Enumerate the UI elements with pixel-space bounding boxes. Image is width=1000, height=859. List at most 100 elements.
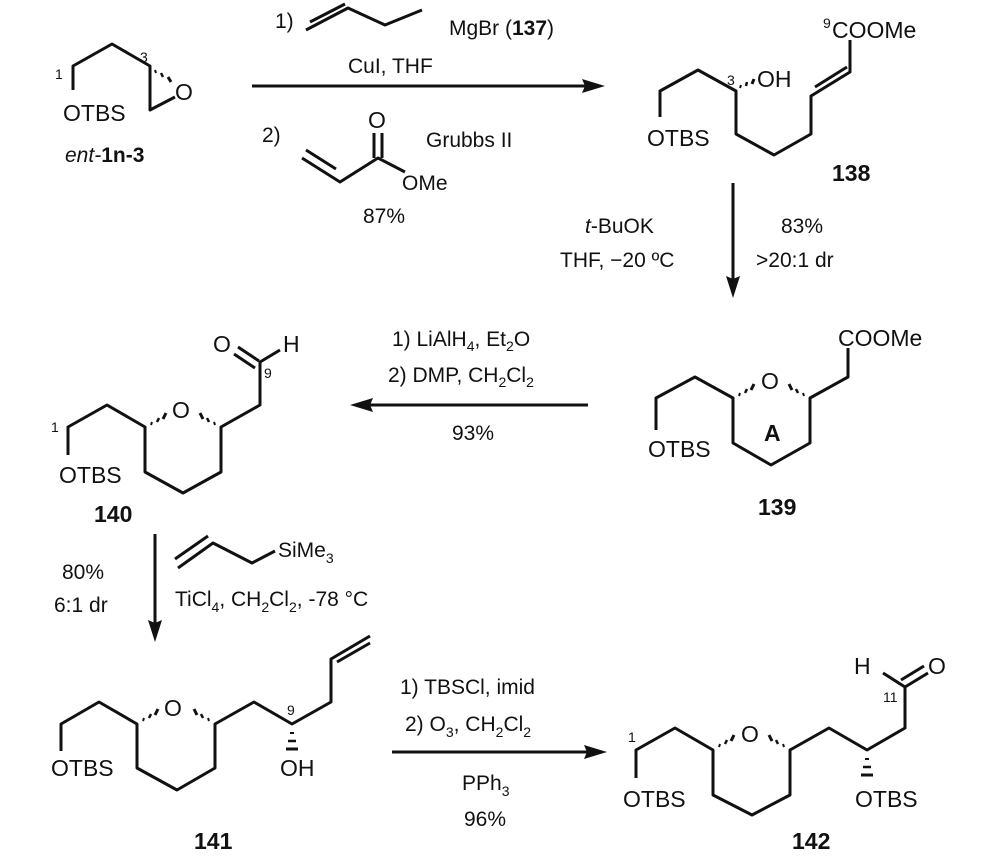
compound-label: 138 (832, 160, 871, 186)
hash-bond-left (150, 412, 168, 426)
atom-otbs-secondary: OTBS (855, 786, 918, 812)
locant-11: 11 (883, 689, 898, 705)
atom-otbs: OTBS (647, 125, 710, 151)
atom-o-ring: O (741, 721, 759, 747)
arrow-head (350, 398, 373, 412)
hash-bond (739, 78, 756, 89)
bond-skeleton (634, 671, 907, 817)
yield-step3: 93% (452, 422, 494, 445)
carbonyl-bond-a (904, 671, 929, 689)
hash-bond-right (787, 383, 805, 397)
acrylate-o: O (368, 107, 386, 133)
atom-otbs: OTBS (648, 436, 711, 462)
compound-ent-1n-3: O OTBS 1 3 ent-1n-3 (55, 42, 193, 167)
base-tbuok: t-BuOK (585, 215, 654, 238)
reagent-allyltms: SiMe3 (278, 539, 334, 566)
reagent-lialh4: 1) LiAlH4, Et2O (392, 328, 530, 354)
bond-skeleton (654, 348, 850, 467)
compound-label: ent-1n-3 (65, 144, 144, 167)
arrow-head (582, 79, 605, 93)
atom-h: H (854, 653, 871, 679)
hash-bond-right (767, 734, 785, 748)
compound-label: 139 (758, 494, 796, 520)
allylsilane-skeleton (177, 541, 276, 570)
locant-1: 1 (55, 66, 63, 82)
carbonyl-bond-b (233, 352, 256, 370)
grignard-reagent: MgBr (137) (449, 17, 554, 40)
atom-otbs: OTBS (59, 462, 122, 488)
reagent-tbscl: 1) TBSCl, imid (400, 676, 535, 699)
compound-142: O H O 11 1 OTBS OTBS 142 (623, 653, 946, 854)
bond-skeleton (658, 40, 852, 157)
atom-o-aldehyde: O (928, 653, 946, 679)
carbonyl-bond-b (900, 664, 925, 682)
atom-otbs: OTBS (63, 100, 126, 126)
yield-step5: 96% (464, 808, 506, 831)
bond-skeleton (71, 42, 176, 112)
yield-step1: 87% (363, 205, 405, 228)
compound-141: O 9 OH OTBS 141 (51, 634, 371, 854)
dr-step2: >20:1 dr (756, 249, 834, 272)
double-bond-line (814, 65, 848, 89)
step1-conditions: 1) MgBr (137) CuI, THF 2) O OMe Grubbs I… (252, 2, 605, 228)
acrylate-skeleton (301, 156, 406, 184)
atom-o-ring: O (172, 397, 190, 423)
terminal-double-bond (336, 641, 371, 664)
reagent-pph3: PPh3 (462, 772, 510, 799)
hash-bond (154, 69, 173, 83)
atom-otbs: OTBS (623, 786, 686, 812)
hash-bond-right (198, 412, 216, 426)
atom-coome: COOMe (832, 17, 916, 43)
locant-1: 1 (51, 419, 59, 435)
compound-label: 141 (194, 828, 233, 854)
compound-138: OH 3 9 COOMe OTBS 138 (647, 15, 916, 186)
locant-9: 9 (264, 365, 272, 381)
compound-label: 142 (792, 828, 830, 854)
step-number-2: 2) (262, 124, 281, 147)
locant-3: 3 (727, 72, 735, 88)
step-number-1: 1) (275, 10, 294, 33)
hash-bond-left (718, 734, 736, 748)
ring-label-a: A (764, 420, 781, 446)
carbonyl-bond-a (237, 345, 260, 363)
bond-skeleton (59, 634, 371, 792)
acrylate-double-bond (305, 148, 337, 171)
hash-bond-oh (286, 732, 298, 751)
hash-bond-left (142, 708, 160, 722)
hash-bond-right (192, 708, 210, 722)
allyl-double-bond (174, 534, 209, 561)
reagent-dmp: 2) DMP, CH2Cl2 (388, 364, 534, 390)
reagent-ozone: 2) O3, CH2Cl2 (405, 713, 531, 740)
atom-oh: OH (757, 66, 792, 92)
yield-step4: 80% (62, 561, 104, 584)
conditions-cui-thf: CuI, THF (348, 55, 433, 78)
arrow-head (148, 620, 162, 642)
arrow-head (584, 745, 607, 759)
dr-step4: 6:1 dr (54, 594, 108, 617)
atom-coome: COOMe (838, 325, 922, 351)
hash-bond-otbs (861, 758, 873, 777)
compound-139: O COOMe A OTBS 139 (648, 325, 922, 520)
conditions-thf-temp: THF, −20 ºC (560, 249, 674, 272)
compound-label: 140 (94, 501, 132, 527)
butenyl-chain (305, 6, 423, 32)
atom-o-aldehyde: O (213, 331, 231, 357)
locant-3: 3 (140, 49, 148, 65)
conditions-ticl4: TiCl4, CH2Cl2, -78 °C (175, 588, 368, 615)
atom-o: O (175, 79, 193, 105)
locant-1: 1 (628, 729, 636, 745)
atom-o-ring: O (761, 368, 779, 394)
compound-140: O O H 9 1 OTBS 140 (51, 331, 300, 527)
catalyst-grubbs: Grubbs II (426, 129, 512, 152)
atom-h: H (283, 331, 300, 357)
locant-9: 9 (287, 702, 295, 718)
step5-conditions: 1) TBSCl, imid 2) O3, CH2Cl2 PPh3 96% (392, 676, 607, 831)
step3-conditions: 1) LiAlH4, Et2O 2) DMP, CH2Cl2 93% (350, 328, 588, 445)
yield-step2: 83% (781, 215, 823, 238)
bond-skeleton (66, 348, 281, 495)
step4-conditions: SiMe3 TiCl4, CH2Cl2, -78 °C 80% 6:1 dr (54, 534, 368, 642)
atom-otbs: OTBS (51, 755, 114, 781)
locant-9: 9 (823, 15, 831, 31)
arrow-head (726, 276, 740, 298)
